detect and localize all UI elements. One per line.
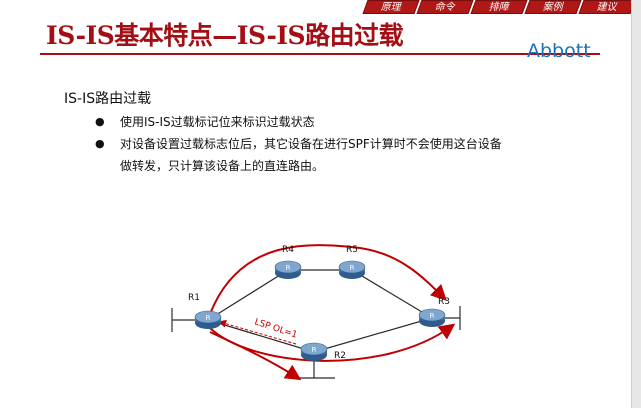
list-item: ● 使用IS-IS过载标记位来标识过载状态 <box>95 111 585 133</box>
lsp-label: LSP OL=1 <box>253 317 298 340</box>
router-r3[interactable]: R <box>418 308 446 327</box>
router-icon-glyph: R <box>430 312 435 320</box>
scrollbar[interactable] <box>631 0 641 408</box>
router-icon-glyph: R <box>286 264 291 272</box>
network-diagram: LSP OL=1 R R1 R R4 R R5 R R3 R R2 <box>171 244 461 381</box>
section-heading: IS-IS路由过载 <box>64 91 152 107</box>
tab-principle[interactable]: 原理 <box>362 0 420 14</box>
tab-case[interactable]: 案例 <box>524 0 582 14</box>
router-r5[interactable]: R <box>338 260 366 279</box>
router-icon-glyph: R <box>350 264 355 272</box>
page-title: IS-IS基本特点—IS-IS路由过载 <box>46 21 404 50</box>
bullet-list: ● 使用IS-IS过载标记位来标识过载状态 ● 对设备设置过载标志位后，其它设备… <box>95 111 585 177</box>
link-r1-r4 <box>207 269 289 321</box>
tab-advice[interactable]: 建议 <box>578 0 636 14</box>
router-r5-label: R5 <box>346 245 358 255</box>
link-r2-r3 <box>313 317 433 353</box>
router-r2-label: R2 <box>334 351 346 361</box>
router-icon-glyph: R <box>312 346 317 354</box>
bullet-icon: ● <box>95 137 105 150</box>
bullet-text: 对设备设置过载标志位后，其它设备在进行SPF计算时不会使用这台设备 <box>120 137 502 151</box>
path-to-r2-lan-arrow <box>209 331 302 381</box>
top-nav: 原理 命令 排障 案例 建议 <box>362 0 636 16</box>
bullet-text: 使用IS-IS过载标记位来标识过载状态 <box>120 115 315 129</box>
title-divider <box>40 53 600 55</box>
bullet-text: 做转发，只计算该设备上的直连路由。 <box>120 159 325 173</box>
author-label: Abbott <box>527 40 591 62</box>
list-item: ● 对设备设置过载标志位后，其它设备在进行SPF计算时不会使用这台设备 <box>95 133 585 155</box>
router-icon-glyph: R <box>206 314 211 322</box>
router-r4-label: R4 <box>282 245 294 255</box>
lsp-dashed-arrow <box>218 319 297 345</box>
tab-troubleshoot[interactable]: 排障 <box>470 0 528 14</box>
tab-command[interactable]: 命令 <box>416 0 474 14</box>
router-r4[interactable]: R <box>274 260 302 279</box>
router-r1-label: R1 <box>188 293 200 303</box>
link-r5-r3 <box>351 269 433 319</box>
bullet-icon: ● <box>95 115 105 128</box>
path-upper-arrow <box>209 244 447 315</box>
router-r1[interactable]: R <box>194 310 222 329</box>
router-r2[interactable]: R <box>300 342 328 361</box>
list-item: 做转发，只计算该设备上的直连路由。 <box>95 155 585 177</box>
router-r3-label: R3 <box>438 297 450 307</box>
